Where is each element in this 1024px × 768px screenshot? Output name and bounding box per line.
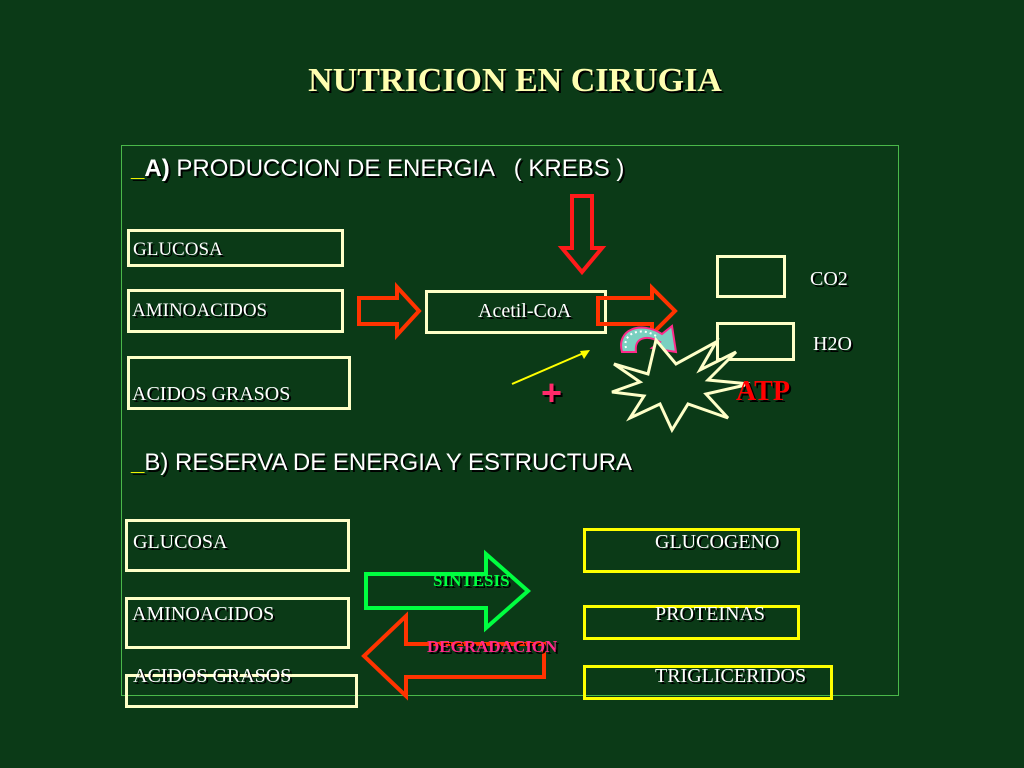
- section-a-marker: _: [131, 155, 145, 182]
- page-title: NUTRICION EN CIRUGIA: [308, 62, 722, 99]
- acetil-coa-label: Acetil-CoA: [478, 300, 572, 322]
- glucosa-box-a: [127, 229, 344, 267]
- section-b-marker: _: [131, 449, 145, 476]
- arrow-to-products-icon: [596, 283, 678, 339]
- acidos-grasos-box-b: [125, 674, 358, 708]
- aminoacidos-box-b: [125, 597, 350, 649]
- trigliceridos-label: TRIGLICERIDOS: [655, 665, 807, 687]
- glucogeno-box: [583, 528, 800, 573]
- aminoacidos-box-a: [127, 289, 344, 333]
- h2o-label: H2O: [813, 333, 852, 355]
- degradation-arrow-icon: [361, 611, 546, 701]
- acidos-grasos-box-a: [127, 356, 351, 410]
- section-a-heading: _A) PRODUCCION DE ENERGIA ( KREBS ): [131, 155, 624, 183]
- acidos-grasos-label-b: ACIDOS GRASOS: [133, 665, 292, 687]
- pointer-arrowhead-icon: [580, 350, 590, 359]
- proteinas-label: PROTEINAS: [655, 603, 766, 625]
- aminoacidos-label-a: AMINOACIDOS: [132, 300, 268, 321]
- section-b-heading: _B) RESERVA DE ENERGIA Y ESTRUCTURA: [131, 449, 632, 477]
- glucogeno-label: GLUCOGENO: [655, 531, 780, 553]
- acidos-grasos-label-a: ACIDOS GRASOS: [132, 383, 291, 405]
- energy-burst-icon: [611, 336, 751, 434]
- co2-label: CO2: [810, 268, 848, 290]
- synthesis-arrow-icon: [364, 549, 532, 633]
- atp-label: ATP: [736, 376, 790, 407]
- proteinas-box: [583, 605, 800, 640]
- section-a-text: PRODUCCION DE ENERGIA ( KREBS ): [169, 155, 625, 182]
- pointer-line: [511, 351, 587, 385]
- trigliceridos-box: [583, 665, 833, 700]
- content-panel: [121, 145, 899, 696]
- plus-sign: +: [541, 372, 563, 413]
- arrow-to-acetil-icon: [357, 281, 422, 341]
- degradation-label: DEGRADACION: [427, 637, 558, 656]
- glucosa-box-b: [125, 519, 350, 572]
- synthesis-label: SINTESIS: [433, 571, 510, 590]
- co2-box: [716, 255, 786, 298]
- glucosa-label-a: GLUCOSA: [133, 239, 223, 260]
- section-b-text: B) RESERVA DE ENERGIA Y ESTRUCTURA: [144, 449, 633, 476]
- aminoacidos-label-b: AMINOACIDOS: [132, 603, 275, 625]
- krebs-cycle-icon: [620, 324, 678, 354]
- acetil-coa-box: [425, 290, 607, 334]
- glucosa-label-b: GLUCOSA: [133, 531, 228, 553]
- section-a-letter: A): [144, 155, 170, 182]
- krebs-down-arrow-icon: [557, 194, 607, 276]
